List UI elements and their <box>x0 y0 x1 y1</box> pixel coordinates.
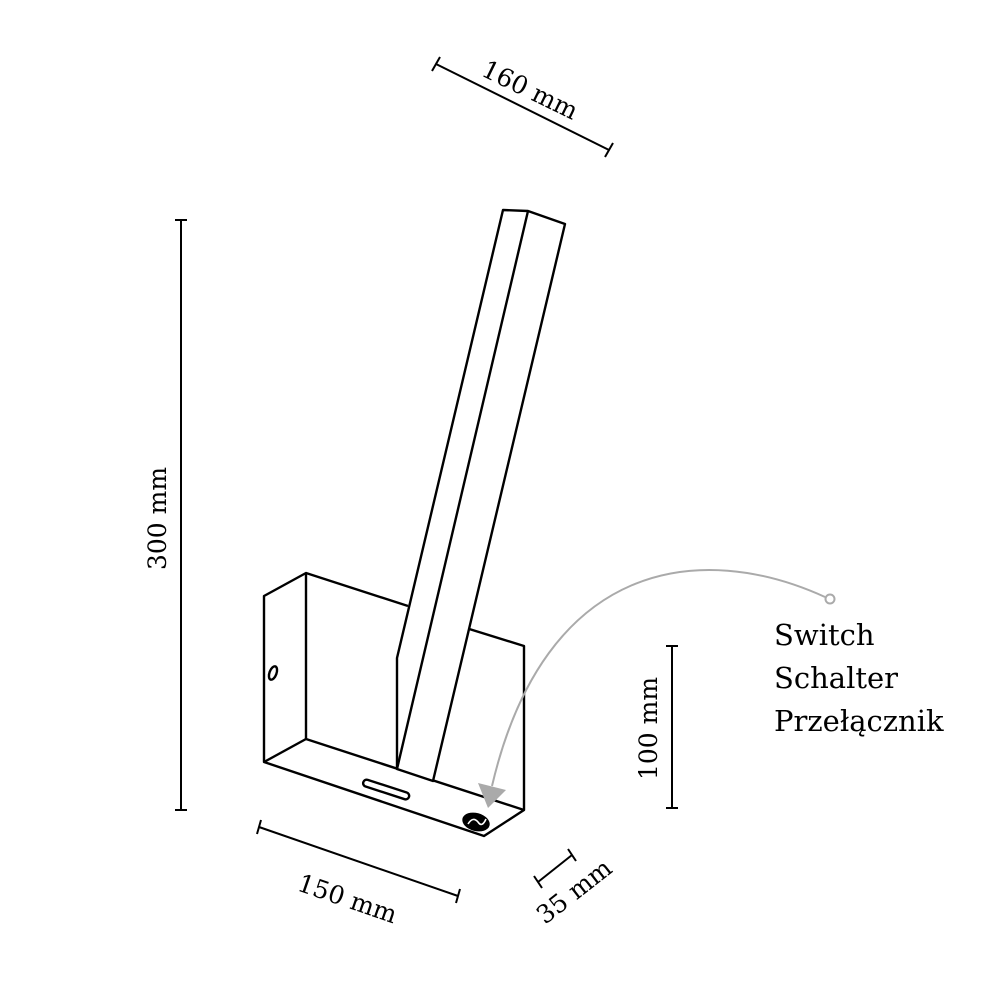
callout-line-en: Switch <box>774 618 875 652</box>
callout-line-de: Schalter <box>774 661 898 695</box>
dimension-length: 160 mm <box>431 54 614 158</box>
wall-base-box <box>262 571 526 838</box>
dimension-height-label: 300 mm <box>143 467 172 570</box>
dimension-base-height-label: 100 mm <box>634 677 663 780</box>
switch-icon <box>462 812 490 832</box>
dimension-depth-label: 35 mm <box>531 853 618 930</box>
dimension-width-label: 150 mm <box>294 868 401 929</box>
dimension-height: 300 mm <box>143 219 187 811</box>
screw-hole-icon <box>267 665 279 681</box>
slot <box>361 778 411 801</box>
switch-callout-arrow <box>478 568 836 808</box>
dimension-base-height: 100 mm <box>634 645 678 809</box>
switch-callout-text: Switch Schalter Przełącznik <box>774 618 944 738</box>
callout-line-pl: Przełącznik <box>774 704 944 738</box>
dimension-length-label: 160 mm <box>477 54 583 125</box>
light-arm <box>395 208 567 783</box>
dimension-width: 150 mm <box>256 819 461 929</box>
dimension-depth: 35 mm <box>531 848 618 930</box>
